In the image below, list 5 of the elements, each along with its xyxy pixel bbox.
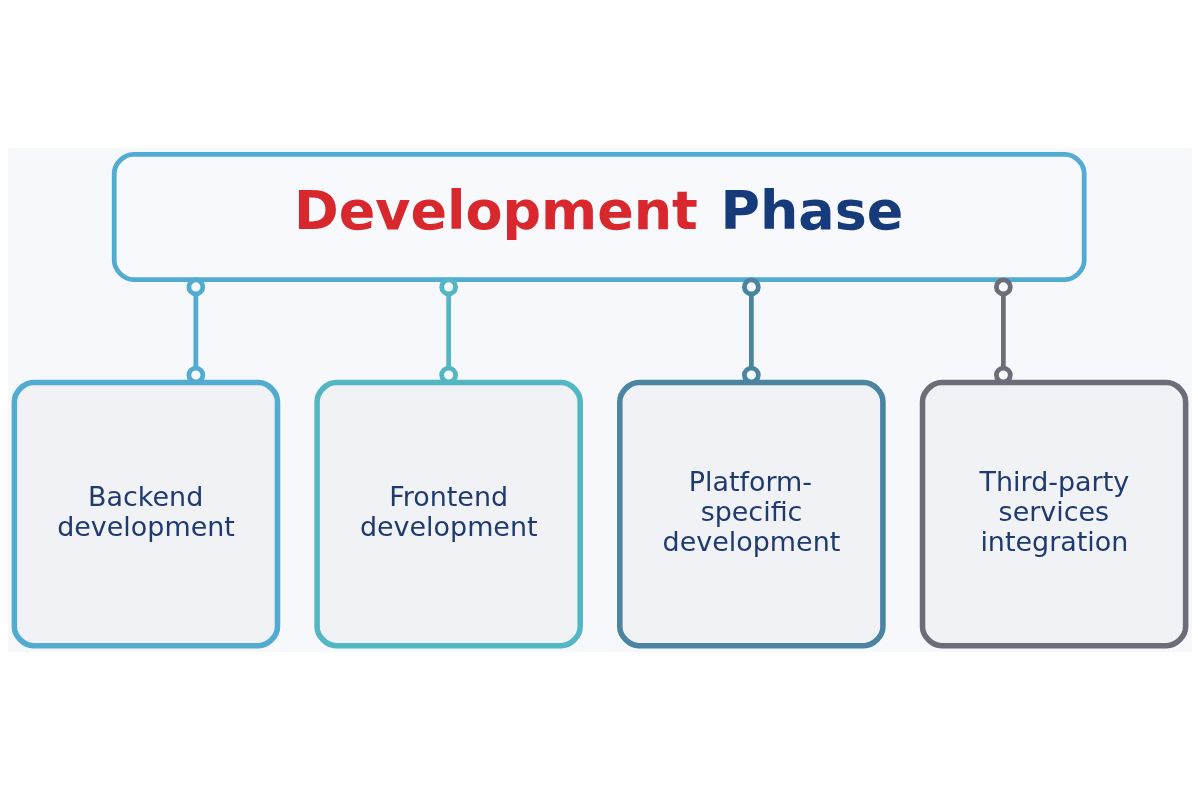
node-box: Backend development bbox=[11, 379, 281, 649]
node-box: Development Phase bbox=[111, 151, 1087, 282]
node-box: Platform-specific development bbox=[617, 379, 886, 649]
node-box: Frontend development bbox=[314, 379, 583, 649]
node-box: Third-party services integration bbox=[919, 379, 1189, 649]
